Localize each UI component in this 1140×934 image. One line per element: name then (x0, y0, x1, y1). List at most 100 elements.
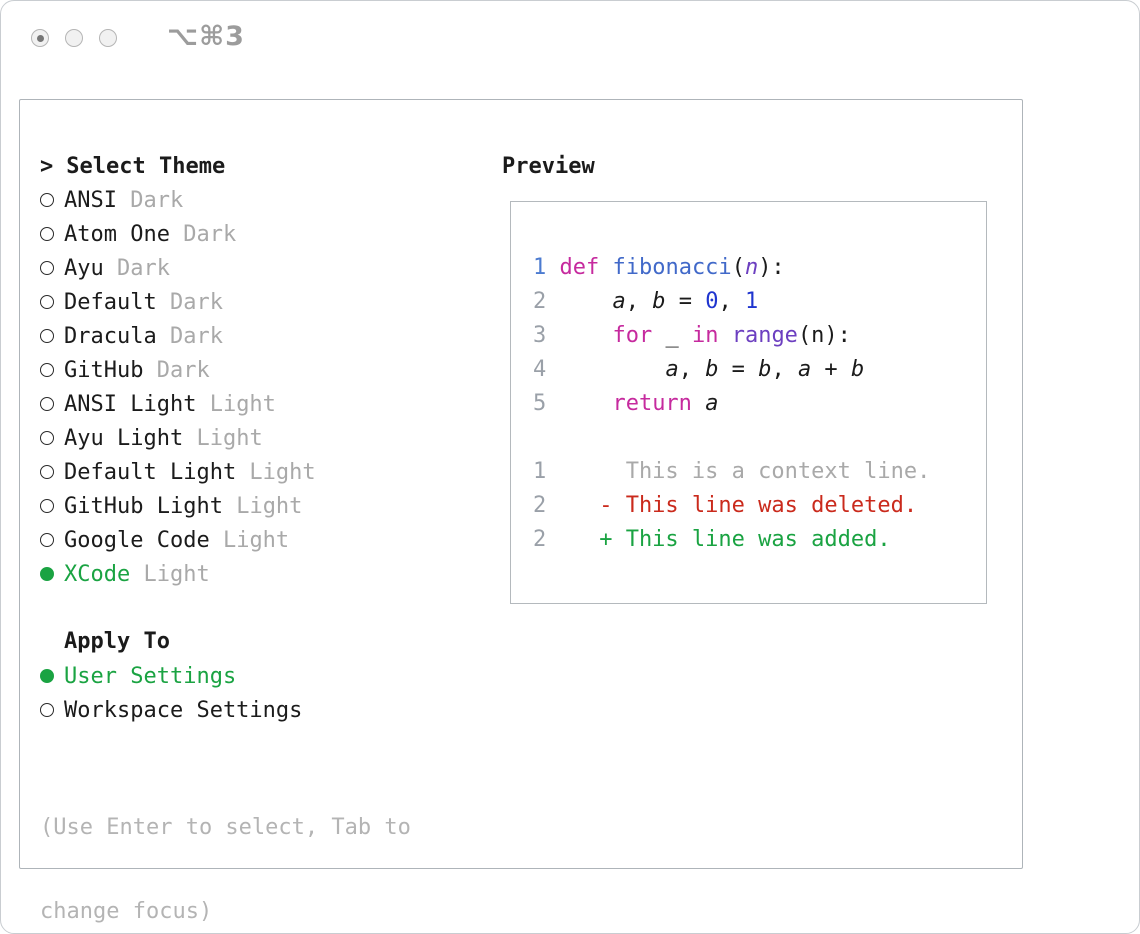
radio-unselected-icon (40, 703, 54, 717)
theme-option-ansi-light[interactable]: ANSI Light Light (40, 387, 411, 421)
preview-diff: 1 This is a context line.2 - This line w… (533, 455, 972, 557)
token-variable: b (705, 357, 719, 382)
hint-line-1: (Use Enter to select, Tab to (40, 815, 411, 840)
theme-variant: Light (222, 493, 303, 519)
token-keyword: for (612, 323, 653, 348)
line-number: 4 (533, 357, 547, 382)
theme-option-github-light[interactable]: GitHub Light Light (40, 489, 411, 523)
theme-name: Ayu Light (64, 425, 184, 451)
diff-line-context: 1 This is a context line. (533, 455, 972, 489)
theme-option-ansi[interactable]: ANSI Dark (40, 183, 411, 217)
token-plain (559, 391, 612, 416)
code-line: 3 for _ in range(n): (533, 319, 972, 353)
token-plain: = (718, 357, 759, 382)
token-variable: a (705, 391, 719, 416)
theme-variant: Light (209, 527, 290, 553)
token-plain: , (678, 357, 706, 382)
line-number: 1 (533, 459, 547, 484)
zoom-button[interactable] (99, 29, 117, 47)
theme-option-google-code[interactable]: Google Code Light (40, 523, 411, 557)
token-plain: ): (758, 255, 785, 280)
radio-unselected-icon (40, 363, 54, 377)
radio-unselected-icon (40, 227, 54, 241)
token-keyword: def (559, 255, 600, 280)
theme-option-github[interactable]: GitHub Dark (40, 353, 411, 387)
line-number: 1 (533, 255, 547, 280)
line-number: 2 (533, 527, 547, 552)
radio-unselected-icon (40, 465, 54, 479)
token-plain: ( (731, 255, 745, 280)
diff-text: + This line was added. (559, 527, 891, 552)
minimize-button[interactable] (65, 29, 83, 47)
line-number: 2 (533, 289, 547, 314)
theme-option-ayu-light[interactable]: Ayu Light Light (40, 421, 411, 455)
select-theme-label: Select Theme (66, 153, 226, 179)
apply-option-label: Workspace Settings (64, 697, 303, 723)
line-number: 5 (533, 391, 547, 416)
radio-selected-icon (40, 567, 54, 581)
diff-text: This is a context line. (559, 459, 931, 484)
diff-text: - This line was deleted. (559, 493, 918, 518)
theme-variant: Dark (169, 221, 237, 247)
token-plain (559, 323, 612, 348)
token-number: 0 (705, 289, 719, 314)
apply-option-workspace-settings[interactable]: Workspace Settings (40, 693, 411, 727)
code-line: 2 a, b = 0, 1 (533, 285, 972, 319)
focus-dot-icon (36, 34, 44, 42)
close-button[interactable] (31, 29, 49, 47)
token-variable: a (665, 357, 679, 382)
hint-line-2: change focus) (40, 899, 213, 924)
theme-name: Default Light (64, 459, 237, 485)
token-type: range (731, 323, 798, 348)
select-theme-title: > Select Theme (40, 149, 411, 183)
radio-unselected-icon (40, 261, 54, 275)
theme-variant: Dark (143, 357, 210, 383)
token-variable: b (850, 357, 865, 382)
token-plain: + (811, 357, 851, 382)
code-line: 5 return a (533, 387, 972, 421)
theme-name: XCode (64, 561, 131, 587)
theme-variant: Light (236, 459, 316, 485)
token-plain: = (665, 289, 706, 314)
token-plain: , (771, 357, 798, 382)
theme-option-dracula[interactable]: Dracula Dark (40, 319, 411, 353)
theme-option-ayu[interactable]: Ayu Dark (40, 251, 411, 285)
theme-name: Atom One (64, 221, 170, 247)
token-keyword: return (612, 391, 692, 416)
token-param: n (744, 255, 759, 280)
theme-name: ANSI Light (64, 391, 197, 417)
line-number: 2 (533, 493, 547, 518)
radio-unselected-icon (40, 295, 54, 309)
diff-line-deleted: 2 - This line was deleted. (533, 489, 972, 523)
diff-line-added: 2 + This line was added. (533, 523, 972, 557)
token-plain (599, 255, 612, 280)
token-plain (718, 323, 731, 348)
hint-text: (Use Enter to select, Tab to change focu… (40, 761, 411, 933)
theme-option-default-light[interactable]: Default Light Light (40, 455, 411, 489)
theme-variant: Light (130, 561, 210, 587)
apply-to-title: Apply To (64, 629, 170, 654)
token-variable: a (612, 289, 626, 314)
theme-option-atom-one[interactable]: Atom One Dark (40, 217, 411, 251)
token-variable: a (797, 357, 812, 382)
theme-option-xcode[interactable]: XCode Light (40, 557, 411, 591)
theme-variant: Light (196, 391, 276, 417)
token-variable: b (652, 289, 666, 314)
theme-option-default[interactable]: Default Dark (40, 285, 411, 319)
radio-unselected-icon (40, 431, 54, 445)
theme-name: Ayu (64, 255, 104, 281)
theme-variant: Light (183, 425, 263, 451)
theme-name: ANSI (64, 187, 117, 213)
theme-name: Google Code (64, 527, 210, 553)
token-plain (559, 289, 612, 314)
token-plain: (n): (797, 323, 851, 348)
apply-option-user-settings[interactable]: User Settings (40, 659, 411, 693)
token-plain (559, 357, 665, 382)
